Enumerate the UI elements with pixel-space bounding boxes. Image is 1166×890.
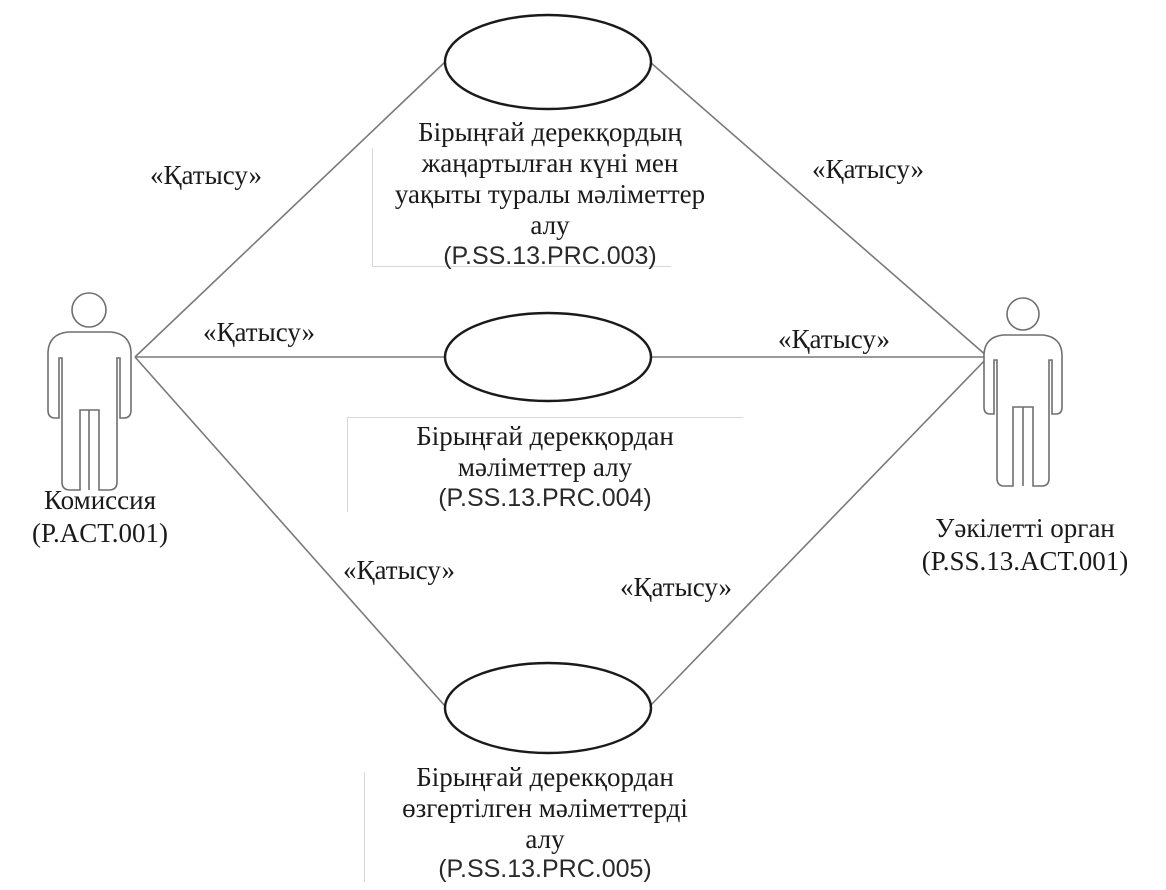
use-case-1-code: (P.SS.13.PRC.003) (443, 242, 657, 270)
association-line-left-top (134, 61, 446, 358)
association-line-left-bottom (134, 356, 446, 707)
use-case-1-line-4: алу (530, 210, 570, 240)
use-case-ellipse-3 (443, 661, 653, 755)
use-case-2-code: (P.SS.13.PRC.004) (438, 484, 652, 512)
actor-left-label: Комиссия (P.ACT.001) (0, 484, 200, 550)
use-case-2-text-frame (347, 417, 743, 418)
relation-label-top-right: «Қатысу» (812, 154, 925, 184)
use-case-ellipse-1 (443, 13, 653, 111)
use-case-3-line-2: өзгертілген мәліметтерді (402, 793, 688, 823)
actor-left-figure (47, 292, 132, 491)
actor-right-figure (983, 297, 1063, 487)
use-case-2-text-frame-side (347, 417, 348, 512)
use-case-2-line-2: мәліметтер алу (457, 452, 633, 482)
use-case-3-label: Бірыңғай дерекқордан өзгертілген мәлімет… (360, 762, 730, 883)
use-case-3-line-1: Бірыңғай дерекқордан (416, 762, 674, 792)
use-case-3-code: (P.SS.13.PRC.005) (438, 855, 652, 883)
use-case-3-line-3: алу (525, 824, 565, 854)
use-case-2-label: Бірыңғай дерекқордан мәліметтер алу (P.S… (365, 421, 725, 514)
actor-right-code: (P.SS.13.ACT.001) (921, 546, 1129, 576)
use-case-1-label: Бірыңғай дерекқордың жаңартылған күні ме… (370, 117, 730, 272)
use-case-1-line-1: Бірыңғай дерекқордың (418, 117, 682, 147)
association-line-right-top (649, 61, 989, 358)
actor-right-name: Уәкілетті орган (935, 513, 1115, 543)
use-case-ellipse-2 (443, 311, 653, 403)
use-case-1-text-frame (372, 148, 671, 267)
actor-left-name: Комиссия (43, 485, 157, 515)
relation-label-mid-right: «Қатысу» (778, 324, 891, 354)
relation-label-bottom-left: «Қатысу» (343, 555, 456, 585)
actor-left-code: (P.ACT.001) (31, 518, 168, 548)
relation-label-top-left: «Қатысу» (150, 160, 263, 190)
use-case-1-line-3: уақыты туралы мәліметтер (394, 179, 706, 209)
relation-label-bottom-right: «Қатысу» (620, 572, 733, 602)
use-case-2-line-1: Бірыңғай дерекқордан (416, 421, 674, 451)
relation-label-mid-left: «Қатысу» (203, 317, 316, 347)
use-case-1-line-2: жаңартылған күні мен (421, 148, 679, 178)
use-case-3-text-frame (364, 772, 365, 882)
actor-right-label: Уәкілетті орган (P.SS.13.ACT.001) (890, 512, 1160, 578)
association-line-right-bottom (649, 356, 989, 707)
